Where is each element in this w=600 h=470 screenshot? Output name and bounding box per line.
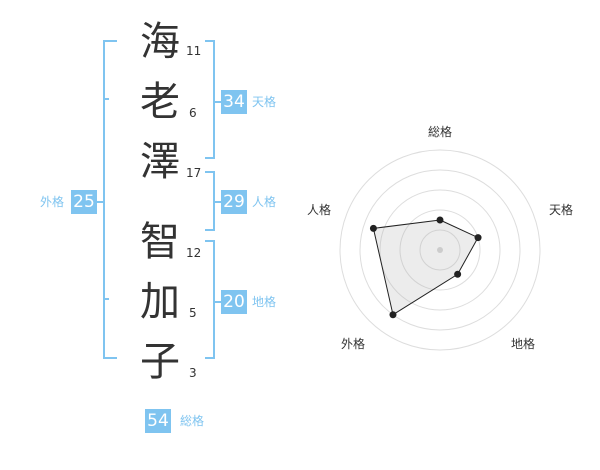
radar-data-point bbox=[369, 224, 377, 232]
given-char-2: 加 bbox=[140, 279, 180, 325]
jinkaku-label: 人格 bbox=[252, 195, 277, 209]
chikaku-bracket-top bbox=[205, 240, 215, 242]
radar-data-point bbox=[436, 216, 444, 224]
radar-axis-label-soukaku: 総格 bbox=[428, 125, 453, 139]
gaikaku-bracket-tick bbox=[103, 98, 109, 100]
soukaku-value-badge: 54 bbox=[145, 409, 171, 433]
gaikaku-value-badge: 25 bbox=[71, 190, 97, 214]
chikaku-label: 地格 bbox=[252, 295, 277, 309]
radar-grid-ring bbox=[339, 149, 541, 351]
jinkaku-bracket-top bbox=[205, 171, 215, 173]
radar-axis-label-tenkaku: 天格 bbox=[549, 203, 574, 217]
gaikaku-bracket-bottom bbox=[103, 357, 117, 359]
tenkaku-bracket-top bbox=[205, 40, 215, 42]
soukaku-label: 総格 bbox=[180, 414, 205, 428]
radar-grid-ring bbox=[399, 209, 481, 291]
gaikaku-label: 外格 bbox=[40, 195, 65, 209]
radar-grid-ring bbox=[419, 229, 461, 271]
gaikaku-bracket-vertical bbox=[103, 40, 105, 359]
radar-data-point bbox=[474, 234, 482, 242]
given-char-1-strokes: 12 bbox=[186, 246, 202, 260]
surname-char-1: 海 bbox=[140, 19, 180, 65]
chikaku-bracket-connector bbox=[213, 301, 221, 303]
tenkaku-bracket-vertical bbox=[213, 40, 215, 159]
radar-data-point bbox=[389, 311, 397, 319]
surname-char-1-strokes: 11 bbox=[186, 44, 202, 58]
gaikaku-bracket-tick bbox=[103, 298, 109, 300]
tenkaku-bracket-connector bbox=[213, 101, 221, 103]
given-char-1: 智 bbox=[140, 219, 180, 265]
given-char-3-strokes: 3 bbox=[189, 366, 197, 380]
radar-grid-ring bbox=[359, 169, 521, 331]
radar-data-polygon bbox=[372, 219, 479, 316]
radar-axis-label-gaikaku: 外格 bbox=[341, 337, 366, 351]
radar-grid-ring bbox=[379, 189, 501, 311]
given-char-2-strokes: 5 bbox=[189, 306, 197, 320]
radar-center-point bbox=[437, 247, 443, 253]
surname-char-2-strokes: 6 bbox=[189, 106, 197, 120]
given-char-3: 子 bbox=[140, 339, 180, 385]
surname-char-2: 老 bbox=[140, 79, 180, 125]
radar-axis-label-jinkaku: 人格 bbox=[307, 203, 332, 217]
chikaku-bracket-vertical bbox=[213, 240, 215, 359]
chikaku-value-badge: 20 bbox=[221, 290, 247, 314]
chikaku-bracket-bottom bbox=[205, 357, 215, 359]
tenkaku-value-badge: 34 bbox=[221, 90, 247, 114]
gaikaku-bracket-top bbox=[103, 40, 117, 42]
radar-data-point bbox=[454, 270, 462, 278]
tenkaku-label: 天格 bbox=[252, 95, 277, 109]
gaikaku-bracket-connector bbox=[97, 201, 105, 203]
jinkaku-bracket-bottom bbox=[205, 229, 215, 231]
tenkaku-bracket-bottom bbox=[205, 157, 215, 159]
radar-axis-label-chikaku: 地格 bbox=[511, 337, 536, 351]
jinkaku-bracket-connector bbox=[213, 201, 221, 203]
jinkaku-value-badge: 29 bbox=[221, 190, 247, 214]
radar-grid bbox=[339, 149, 541, 351]
surname-char-3-strokes: 17 bbox=[186, 166, 202, 180]
radar-data-points bbox=[369, 216, 482, 319]
surname-char-3: 澤 bbox=[140, 139, 180, 185]
